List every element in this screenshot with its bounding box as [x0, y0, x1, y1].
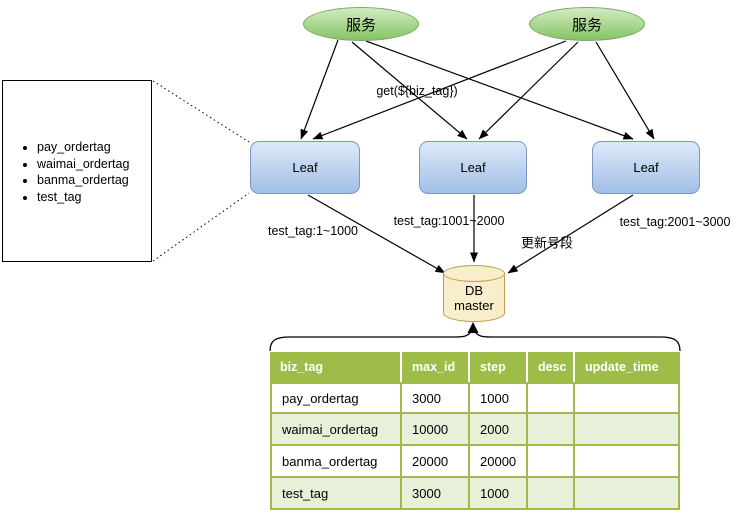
service-node-1: 服务 [303, 7, 419, 41]
table-row: waimai_ordertag 10000 2000 [270, 414, 680, 446]
cell-step: 20000 [470, 446, 528, 478]
col-header-step: step [470, 352, 528, 382]
edge-service1-leaf2 [351, 41, 468, 140]
edge-label-segment-leaf1: test_tag:1~1000 [267, 224, 359, 238]
biz-tag-list: pay_ordertag waimai_ordertag banma_order… [3, 139, 151, 205]
biz-tag-list-box: pay_ordertag waimai_ordertag banma_order… [2, 80, 152, 262]
service-node-2: 服务 [529, 7, 645, 41]
edge-label-segment-leaf2: test_tag:1001~2000 [393, 214, 505, 228]
col-header-max-id: max_id [402, 352, 470, 382]
table-row: pay_ordertag 3000 1000 [270, 382, 680, 414]
cell-max-id: 20000 [402, 446, 470, 478]
brace-table-to-db-right [474, 330, 681, 352]
service-label: 服务 [345, 16, 376, 34]
leaf-label: Leaf [292, 160, 318, 175]
cell-step: 1000 [470, 478, 528, 510]
brace-table-to-db [269, 330, 472, 352]
cell-desc [528, 414, 575, 446]
cell-update-time [575, 414, 680, 446]
edge-leaf3-db [507, 194, 634, 274]
table-header-row: biz_tag max_id step desc update_time [270, 352, 680, 382]
biz-tag-item: banma_ordertag [37, 172, 151, 189]
edge-service2-leaf1 [312, 40, 567, 140]
cell-update-time [575, 382, 680, 414]
callout-line-top [152, 80, 250, 143]
table-row: test_tag 3000 1000 [270, 478, 680, 510]
biz-tag-table: biz_tag max_id step desc update_time pay… [270, 352, 680, 510]
callout-line-bottom [152, 192, 250, 262]
col-header-desc: desc [528, 352, 575, 382]
edge-service1-leaf3 [365, 40, 634, 140]
db-label-line1: DB [464, 283, 484, 298]
cell-step: 2000 [470, 414, 528, 446]
cell-step: 1000 [470, 382, 528, 414]
cell-desc [528, 478, 575, 510]
cell-update-time [575, 446, 680, 478]
edge-label-segment-leaf3: test_tag:2001~3000 [619, 215, 731, 229]
leaf-label: Leaf [633, 160, 659, 175]
cell-biz-tag: pay_ordertag [270, 382, 402, 414]
edge-label-get-biztag: get(${biz_tag}) [376, 84, 458, 98]
edge-service2-leaf3 [595, 41, 655, 140]
cell-biz-tag: waimai_ordertag [270, 414, 402, 446]
table-row: banma_ordertag 20000 20000 [270, 446, 680, 478]
brace-arrowhead [467, 322, 479, 333]
leaf-node-1: Leaf [250, 141, 360, 194]
biz-tag-item: waimai_ordertag [37, 156, 151, 173]
db-label-line2: master [454, 298, 494, 313]
biz-tag-item: pay_ordertag [37, 139, 151, 156]
cell-biz-tag: banma_ordertag [270, 446, 402, 478]
edge-leaf1-db [307, 194, 446, 274]
service-label: 服务 [571, 16, 602, 34]
db-master-label: DB master [443, 283, 505, 313]
db-cylinder-top [443, 265, 505, 282]
col-header-update-time: update_time [575, 352, 680, 382]
leaf-node-2: Leaf [419, 141, 527, 194]
cell-biz-tag: test_tag [270, 478, 402, 510]
edge-service2-leaf2 [478, 41, 579, 140]
leaf-label: Leaf [460, 160, 486, 175]
cell-update-time [575, 478, 680, 510]
leaf-node-3: Leaf [592, 141, 700, 194]
cell-desc [528, 382, 575, 414]
cell-desc [528, 446, 575, 478]
cell-max-id: 3000 [402, 478, 470, 510]
col-header-biz-tag: biz_tag [270, 352, 402, 382]
cell-max-id: 3000 [402, 382, 470, 414]
edge-service1-leaf1 [300, 39, 339, 140]
edge-label-update-segment: 更新号段 [520, 235, 574, 251]
cell-max-id: 10000 [402, 414, 470, 446]
biz-tag-item: test_tag [37, 189, 151, 206]
db-cylinder-body [443, 273, 505, 322]
